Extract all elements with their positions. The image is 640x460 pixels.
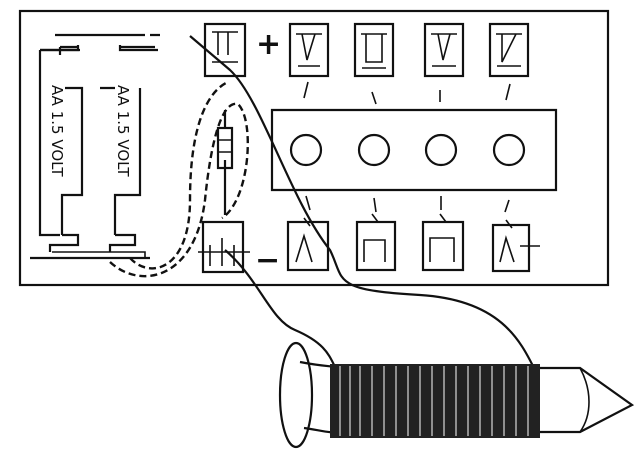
battery-2: AA 1.5 VOLT [114, 85, 132, 177]
positive-terminal-sign: + [256, 27, 281, 62]
wire-coil [330, 364, 540, 438]
coil-wire-positive [189, 35, 536, 371]
battery-wire-1 [129, 80, 229, 270]
coil-wire-negative [224, 249, 339, 373]
nail-head [278, 341, 314, 449]
negative-terminal-sign: − [255, 243, 280, 278]
battery-1: AA 1.5 VOLT [48, 85, 66, 177]
battery-wire-2 [109, 102, 249, 278]
resistor [216, 110, 234, 215]
circuit-board [18, 9, 610, 287]
nail-electromagnet [278, 341, 635, 449]
terminal-clips-bottom [198, 213, 540, 274]
board-panel [270, 108, 558, 192]
battery-2-label: AA 1.5 VOLT [114, 85, 132, 177]
battery-1-label: AA 1.5 VOLT [48, 85, 66, 177]
terminal-clips-top [203, 22, 530, 105]
terminal-posts [289, 133, 526, 213]
